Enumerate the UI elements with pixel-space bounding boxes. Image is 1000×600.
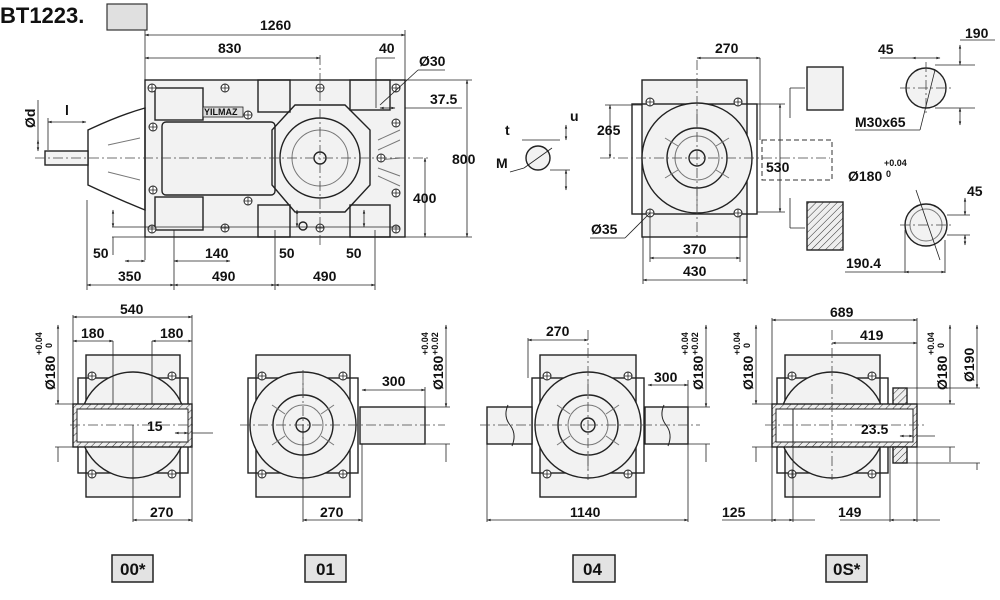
- key-m: M: [496, 155, 508, 171]
- brand-plate: YILMAZ: [204, 107, 238, 117]
- variant-0S: 689 419 23.5 125 149 Ø180 +0.04 0 Ø180 +…: [722, 304, 980, 583]
- dim-190: 190: [965, 25, 989, 41]
- dim-270: 270: [546, 323, 570, 339]
- dim-total-689: 689: [830, 304, 854, 320]
- dim-540: 540: [120, 301, 144, 317]
- shaft-bore-dia: Ø180: [848, 168, 882, 184]
- dim-foot-490-b: 490: [313, 268, 337, 284]
- dim-125: 125: [722, 504, 746, 520]
- dim-offset-23-5: 23.5: [861, 421, 888, 437]
- tol-lower: +0.02: [690, 332, 700, 355]
- dim-hole-offset: 40: [379, 40, 395, 56]
- variant-code: 01: [316, 560, 335, 579]
- main-side-view: YILMAZ 1260 830 40 Ø30 37.5 800 400 Ød l…: [22, 17, 476, 290]
- model-title: BT1223.: [0, 3, 148, 31]
- left-shaft: [486, 406, 533, 445]
- variant-code: 00*: [120, 560, 146, 579]
- dim-end-430: 430: [683, 263, 707, 279]
- bore-dia: Ø180: [42, 356, 58, 390]
- dim-149: 149: [838, 504, 862, 520]
- model-suffix-box[interactable]: [106, 3, 148, 31]
- variant-label-0S[interactable]: 0S*: [825, 554, 868, 583]
- dim-shaft-300: 300: [382, 373, 406, 389]
- dim-foot-50-c: 50: [346, 245, 362, 261]
- key-height-u: u: [570, 108, 579, 124]
- variant-label-01[interactable]: 01: [304, 554, 347, 583]
- key-detail: t u M: [496, 108, 579, 191]
- dim-270: 270: [150, 504, 174, 520]
- dim-end-270: 270: [715, 40, 739, 56]
- dim-axis-height: 400: [413, 190, 437, 206]
- bore-right: Ø180: [934, 356, 950, 390]
- end-view: 270 265 530 Ø35 370 430: [590, 40, 844, 284]
- tol-upper-left: +0.04: [732, 332, 742, 355]
- shaft-dia: Ø180: [430, 356, 446, 390]
- tol-upper: +0.04: [680, 332, 690, 355]
- variant-code: 04: [583, 560, 602, 579]
- dim-to-output-axis: 830: [218, 40, 242, 56]
- model-code: BT1223.: [0, 3, 84, 28]
- tol-upper-right: +0.04: [926, 332, 936, 355]
- dim-shaft-300: 300: [654, 369, 678, 385]
- dim-hole-edge: 37.5: [430, 91, 457, 107]
- dim-key-45-bottom: 45: [967, 183, 983, 199]
- tol-lower-right: 0: [936, 343, 946, 348]
- key-width-t: t: [505, 122, 510, 138]
- shaft-bore-tol-lower: 0: [886, 169, 891, 179]
- tol-lower: +0.02: [430, 332, 440, 355]
- dim-270: 270: [320, 504, 344, 520]
- dim-foot-350: 350: [118, 268, 142, 284]
- dim-offset-15: 15: [147, 418, 163, 434]
- dim-foot-50-b: 50: [279, 245, 295, 261]
- variant-04: 270 300 1140 Ø180 +0.04 +0.02 04: [480, 323, 710, 583]
- dim-hole-diameter: Ø30: [419, 53, 446, 69]
- dim-left-180: 180: [81, 325, 105, 341]
- variant-01: 300 270 Ø180 +0.04 +0.02 01: [240, 324, 450, 583]
- dim-foot-490-a: 490: [212, 268, 236, 284]
- disc-dia: Ø190: [961, 348, 977, 382]
- tol-lower: 0: [44, 343, 54, 348]
- bore-left: Ø180: [740, 356, 756, 390]
- shaft-dia: Ø180: [690, 356, 706, 390]
- dim-height: 800: [452, 151, 476, 167]
- dim-total-1140: 1140: [570, 504, 601, 520]
- dim-overall-length: 1260: [260, 17, 291, 33]
- variant-00: 540 180 180 15 270 Ø180 +0.04 0 00*: [34, 301, 213, 583]
- variant-label-00[interactable]: 00*: [111, 554, 154, 583]
- dim-end-370: 370: [683, 241, 707, 257]
- dim-foot-140: 140: [205, 245, 229, 261]
- dim-190-4: 190.4: [846, 255, 881, 271]
- dim-end-hole-35: Ø35: [591, 221, 618, 237]
- dim-end-530: 530: [766, 159, 790, 175]
- dim-key-45-top: 45: [878, 41, 894, 57]
- dim-foot-50-a: 50: [93, 245, 109, 261]
- variant-code: 0S*: [833, 560, 861, 579]
- thread-label: M30x65: [855, 114, 906, 130]
- solid-shaft: [359, 406, 426, 445]
- shrink-disc-bottom: [892, 446, 908, 464]
- shaft-bore-tol-upper: +0.04: [884, 158, 907, 168]
- dim-end-265: 265: [597, 122, 621, 138]
- tol-upper: +0.04: [34, 332, 44, 355]
- tol-upper: +0.04: [420, 332, 430, 355]
- shrink-disc-top: [892, 387, 908, 405]
- output-gear-housing: [271, 104, 371, 213]
- dim-419: 419: [860, 327, 884, 343]
- tol-lower-left: 0: [742, 343, 752, 348]
- dim-input-shaft-diameter: Ød: [22, 109, 38, 128]
- shaft-details: 45 190 M30x65 Ø180 +0.04 0 45 190.4: [845, 25, 995, 274]
- dim-right-180: 180: [160, 325, 184, 341]
- variant-label-04[interactable]: 04: [572, 554, 616, 583]
- dim-input-shaft-length: l: [65, 102, 69, 118]
